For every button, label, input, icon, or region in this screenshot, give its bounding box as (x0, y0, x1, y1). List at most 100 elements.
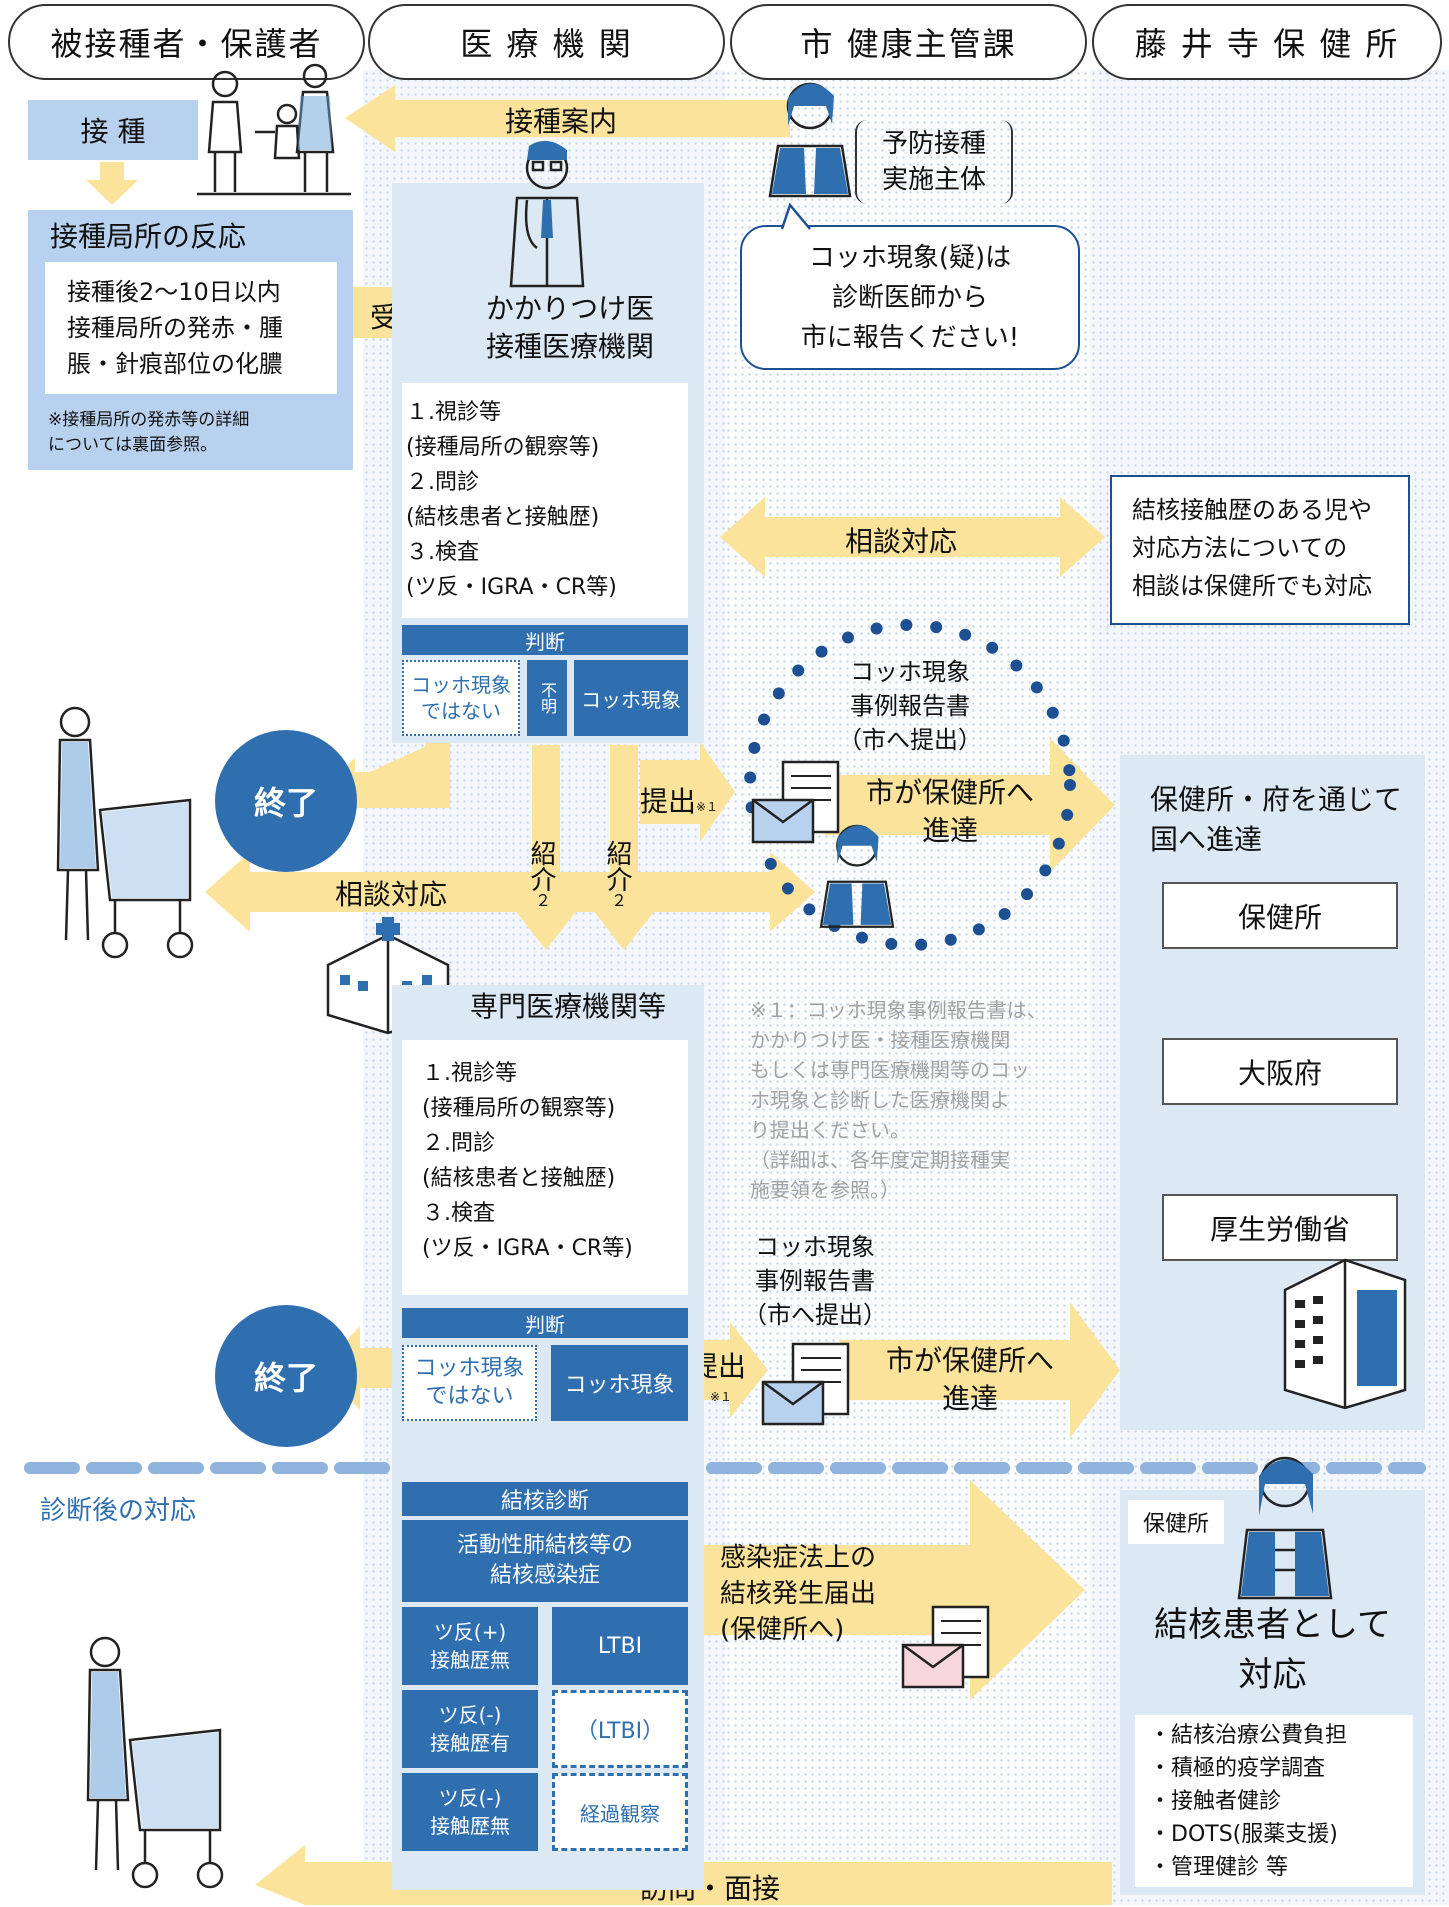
arrow-label-referral-a: 紹介２ (526, 840, 560, 908)
tb-row3-left: ツ反(-) 接触歴無 (402, 1773, 538, 1851)
arrow-label-forward2: 市が保健所へ 進達 (870, 1340, 1070, 1420)
entity-label: 予防接種 実施主体 (855, 120, 1013, 204)
sp-step-2: (接種局所の観察等) (422, 1096, 616, 1121)
gp-step-1: １.視診等 (406, 400, 501, 425)
report-title-2: コッホ現象 事例報告書 （市へ提出） (735, 1230, 895, 1332)
reaction-note-1: ※接種局所の発赤等の詳細 (48, 410, 250, 430)
reaction-note-2: については裏面参照。 (48, 435, 218, 455)
speech-line1: コッホ現象(疑)は (808, 242, 1012, 273)
submit1-note: ※１ (696, 800, 719, 814)
report1-line1: コッホ現象 (850, 658, 970, 686)
tb-report-line1: 感染症法上の (720, 1543, 877, 1573)
as-tb-line1: 結核患者として (1154, 1605, 1391, 1645)
active-tb-box: 活動性肺結核等の 結核感染症 (402, 1520, 688, 1602)
submit2-note: ※１ (710, 1390, 733, 1404)
arrow-label-forward1: 市が保健所へ 進達 (850, 772, 1050, 852)
route-title-2: 国へ進達 (1150, 823, 1263, 856)
chain-hc: 保健所 (1162, 882, 1398, 949)
reaction-line-2: 接種局所の発赤・腫 (67, 314, 283, 342)
document-mail-icon-2 (761, 1342, 850, 1426)
tb-row3-right: 経過観察 (552, 1773, 688, 1851)
reaction-line-1: 接種後2～10日以内 (67, 278, 281, 306)
gp-step-5: ３.検査 (406, 540, 479, 565)
measure-2: ・積極的疫学調査 (1149, 1756, 1326, 1781)
active-tb-line1: 活動性肺結核等の (456, 1533, 633, 1558)
footnote-5: り提出ください。 (750, 1118, 910, 1142)
city-speech-bubble: コッホ現象(疑)は 診断医師から 市に報告ください! (740, 225, 1080, 370)
referral-b-note: ２ (608, 892, 627, 908)
entity-label-line2: 実施主体 (881, 165, 986, 195)
speech-line2: 診断医師から (831, 282, 988, 313)
document-mail-icon-1 (751, 760, 840, 844)
koch-box-1: コッホ現象 (574, 660, 688, 736)
reaction-detail-box: 接種後2～10日以内 接種局所の発赤・腫 脹・針痕部位の化膿 (45, 262, 337, 394)
tb-row1-left: ツ反(+) 接触歴無 (402, 1607, 538, 1685)
judge-header-2: 判断 (402, 1308, 688, 1338)
hc-badge: 保健所 (1128, 1500, 1224, 1544)
chain-osaka: 大阪府 (1162, 1038, 1398, 1105)
row3-left-line1: ツ反(-) (438, 1786, 502, 1810)
footnote-4: ホ現象と診断した医療機関よ (750, 1088, 1010, 1112)
footnote-6: （詳細は、各年度定期接種実 (750, 1148, 1010, 1172)
row1-left-line1: ツ反(+) (433, 1620, 507, 1644)
gp-title: かかりつけ医 接種医療機関 (470, 290, 670, 366)
doctor-patient-illustration (197, 63, 351, 196)
arrow-label-referral-b: 紹介２ (602, 840, 636, 908)
row1-left-line2: 接触歴無 (430, 1648, 510, 1672)
forward1-line1: 市が保健所へ (865, 776, 1034, 809)
city-staff-icon-2 (819, 824, 895, 928)
sp-step-3: ２.問診 (422, 1131, 495, 1156)
forward2-line2: 進達 (941, 1382, 998, 1415)
gp-step-3: ２.問診 (406, 470, 479, 495)
as-tb-patient: 結核患者として 対応 (1125, 1600, 1420, 1700)
footnote-1: ※１：コッホ現象事例報告書は、 (750, 998, 1047, 1022)
unknown-box-1: 不明 (527, 660, 567, 736)
lane-header-health-center: 藤 井 寺 保 健 所 (1092, 4, 1442, 80)
consult-note-1: 結核接触歴のある児や (1132, 496, 1372, 524)
not-koch-1-line2: ではない (421, 699, 501, 723)
tb-row1-right: LTBI (552, 1607, 688, 1685)
report2-line3: （市へ提出） (743, 1301, 887, 1329)
not-koch-2-line1: コッホ現象 (414, 1356, 525, 1381)
not-koch-box-2: コッホ現象 ではない (402, 1345, 537, 1421)
gp-step-2: (接種局所の観察等) (406, 435, 600, 460)
tb-diag-header: 結核診断 (402, 1482, 688, 1516)
measure-1: ・結核治療公費負担 (1149, 1723, 1348, 1748)
entity-label-line1: 予防接種 (881, 129, 986, 159)
building-icon (1283, 1258, 1407, 1410)
speech-line3: 市に報告ください! (800, 322, 1020, 353)
reaction-line-3: 脹・針痕部位の化膿 (67, 350, 283, 378)
forward2-line1: 市が保健所へ (885, 1344, 1054, 1377)
forward1-line2: 進達 (921, 814, 978, 847)
hc-measures-box: ・結核治療公費負担 ・積極的疫学調査 ・接触者健診 ・DOTS(服薬支援) ・管… (1135, 1715, 1413, 1887)
vaccination-box: 接 種 (28, 100, 198, 160)
arrow-label-submit1: 提出※１ (640, 780, 718, 820)
report2-line1: コッホ現象 (755, 1233, 875, 1261)
active-tb-line2: 結核感染症 (489, 1563, 600, 1588)
referral-a-text: 紹介 (526, 840, 556, 892)
tb-row2-right: （LTBI） (552, 1690, 688, 1768)
not-koch-2-line2: ではない (425, 1384, 514, 1409)
end-circle-1: 終了 (215, 730, 357, 872)
sp-step-6: (ツ反・IGRA・CR等) (422, 1236, 633, 1261)
reaction-note: ※接種局所の発赤等の詳細 については裏面参照。 (48, 408, 249, 458)
hc-route-title: 保健所・府を通じて 国へ進達 (1150, 780, 1402, 860)
doctor-icon (509, 140, 585, 288)
city-staff-icon-1 (768, 82, 852, 198)
lane-header-city: 市 健康主管課 (730, 4, 1087, 80)
lane-header-clinic: 医 療 機 関 (368, 4, 725, 80)
koch-box-2: コッホ現象 (551, 1345, 688, 1421)
document-mail-icon-3 (901, 1605, 990, 1689)
gp-step-4: (結核患者と接触歴) (406, 505, 600, 530)
specialist-title: 専門医療機関等 (470, 990, 667, 1023)
not-koch-box-1: コッホ現象 ではない (402, 660, 520, 736)
hc-consult-note: 結核接触歴のある児や 対応方法についての 相談は保健所でも対応 (1110, 475, 1410, 625)
not-koch-1-line1: コッホ現象 (411, 673, 511, 697)
speech-tail (780, 202, 811, 230)
tb-row2-left: ツ反(-) 接触歴有 (402, 1690, 538, 1768)
measure-3: ・接触者健診 (1149, 1789, 1282, 1814)
gp-title-line1: かかりつけ医 (485, 292, 655, 325)
referral-a-note: ２ (532, 892, 551, 908)
reaction-title: 接種局所の反応 (50, 220, 247, 253)
sp-step-4: (結核患者と接触歴) (422, 1166, 616, 1191)
